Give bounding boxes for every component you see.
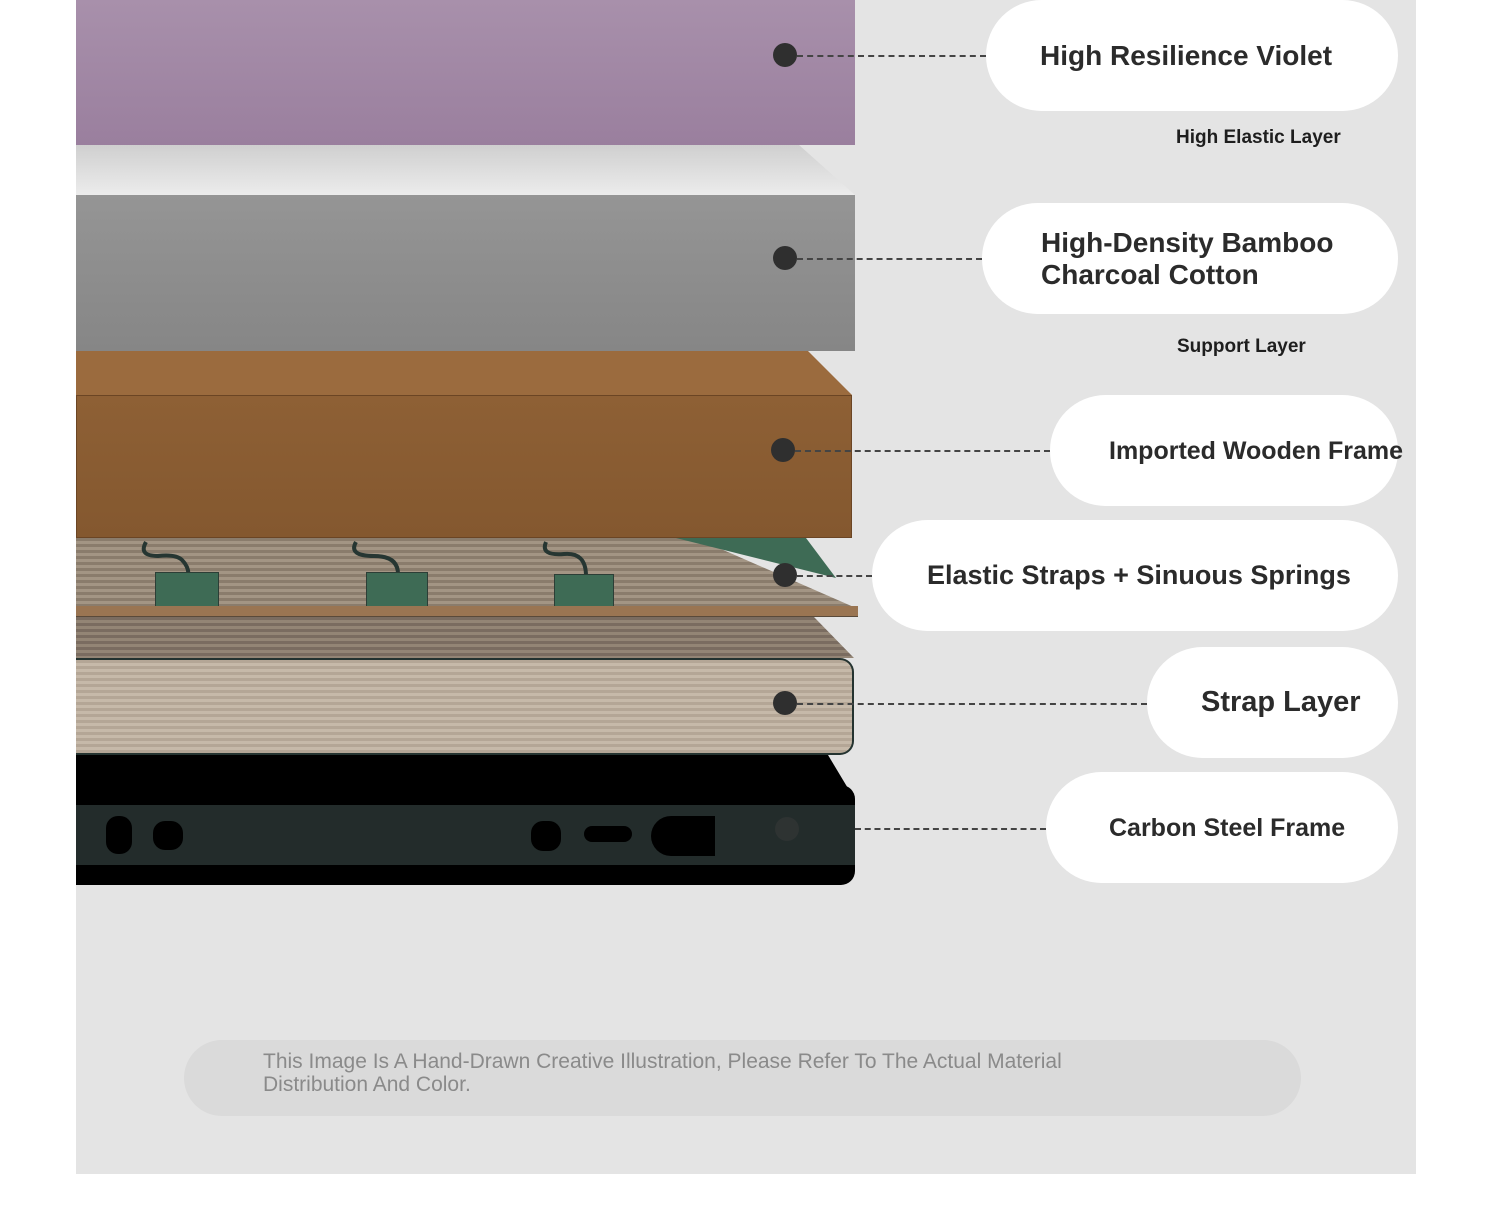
label-elastic-straps-springs: Elastic Straps + Sinuous Springs (872, 520, 1398, 631)
wood-strip (76, 606, 858, 617)
leader-line (797, 258, 982, 260)
marker-dot (773, 246, 797, 270)
layer-gap (76, 145, 855, 195)
violet-foam-layer (76, 0, 855, 145)
marker-dot (773, 691, 797, 715)
leader-line (795, 450, 1050, 452)
strap-layer (76, 658, 854, 755)
wood-frame-layer (76, 395, 852, 538)
sublabel-high-elastic-layer: High Elastic Layer (1176, 127, 1341, 148)
spring-clip (554, 574, 614, 608)
marker-dot (773, 43, 797, 67)
spring-clip (366, 572, 428, 608)
disclaimer-banner: This Image Is A Hand-Drawn Creative Illu… (184, 1040, 1301, 1116)
label-carbon-steel-frame: Carbon Steel Frame (1046, 772, 1398, 883)
label-high-resilience-violet: High Resilience Violet (986, 0, 1398, 111)
label-text: Charcoal Cotton (1041, 258, 1259, 290)
frame-hole (651, 816, 715, 856)
lower-strap-band (76, 617, 854, 658)
frame-hole (106, 816, 132, 854)
marker-dot (773, 563, 797, 587)
frame-hole (584, 826, 632, 842)
label-bamboo-charcoal-cotton: High-Density Bamboo Charcoal Cotton (982, 203, 1398, 314)
label-text: High-Density Bamboo (1041, 227, 1334, 259)
sinuous-springs (141, 541, 588, 578)
marker-dot (771, 438, 795, 462)
carbon-steel-frame (76, 785, 855, 885)
frame-hole (531, 821, 561, 851)
label-text: Strap Layer (1201, 686, 1361, 719)
label-text: Carbon Steel Frame (1109, 813, 1346, 842)
label-text: Elastic Straps + Sinuous Springs (927, 560, 1351, 591)
disclaimer-line-1: This Image Is A Hand-Drawn Creative Illu… (263, 1050, 1062, 1073)
marker-dot (775, 817, 799, 841)
leader-line (855, 828, 1046, 830)
label-text: Imported Wooden Frame (1109, 436, 1404, 465)
leader-line (797, 55, 986, 57)
disclaimer-line-2: Distribution And Color. (263, 1073, 471, 1096)
charcoal-cotton-layer (76, 195, 855, 351)
leader-line (797, 575, 872, 577)
label-text: High Resilience Violet (1040, 39, 1333, 71)
frame-hole (153, 821, 183, 850)
sublabel-support-layer: Support Layer (1177, 336, 1306, 357)
leader-line (797, 703, 1147, 705)
label-imported-wooden-frame: Imported Wooden Frame (1050, 395, 1403, 506)
spring-clip (155, 572, 219, 608)
label-strap-layer: Strap Layer (1147, 647, 1398, 758)
wood-frame-top (76, 351, 852, 395)
